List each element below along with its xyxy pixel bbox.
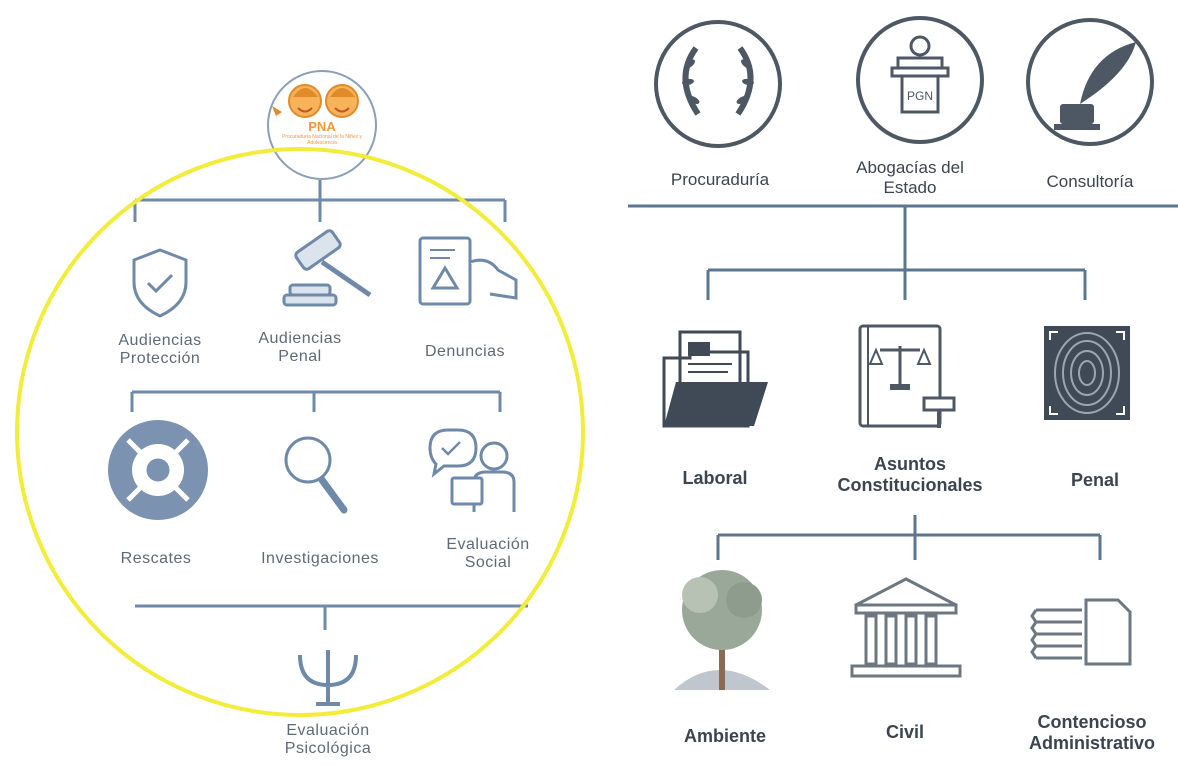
tree-globe-icon (674, 570, 770, 690)
label-consultoria: Consultoría (1046, 172, 1134, 191)
logo-subtitle: Procuraduría Nacional de la Niñez y Adol… (281, 134, 363, 146)
label-investigaciones: Investigaciones (261, 550, 379, 567)
label-procuraduria: Procuraduría (670, 170, 770, 189)
quill-inkwell-icon (1026, 18, 1154, 146)
stacked-documents-icon (1030, 598, 1132, 666)
children-faces-icon (272, 84, 359, 118)
fingerprint-icon (1044, 326, 1130, 420)
highlight-circle (15, 147, 585, 717)
label-evaluacion-social: Evaluación Social (446, 536, 530, 572)
shield-check-icon (132, 248, 188, 318)
law-book-icon (858, 324, 956, 428)
left-connectors (130, 180, 528, 630)
label-asuntos-constitucionales: Asuntos Constitucionales (837, 454, 983, 495)
right-connectors (628, 204, 1178, 560)
podium-icon: PGN (856, 16, 984, 144)
label-penal: Penal (1070, 470, 1120, 490)
label-contencioso-administrativo: Contencioso Administrativo (1028, 712, 1156, 753)
gavel-icon (282, 229, 372, 307)
label-denuncias: Denuncias (424, 343, 506, 360)
podium-text: PGN (907, 89, 933, 103)
label-laboral: Laboral (682, 468, 748, 488)
rescue-wheel-icon (108, 420, 208, 520)
label-audiencias-penal: Audiencias Penal (258, 330, 342, 366)
label-audiencias-proteccion: Audiencias Protección (118, 332, 202, 368)
document-warning-icon (418, 236, 518, 306)
courthouse-icon (850, 577, 962, 678)
label-civil: Civil (885, 722, 924, 742)
social-evaluation-icon (428, 428, 516, 512)
label-evaluacion-psicologica: Evaluación Psicológica (284, 722, 372, 758)
label-abogacias-del-estado: Abogacías del Estado (856, 158, 964, 197)
psi-icon (298, 650, 358, 706)
logo-title: PNA (308, 119, 336, 134)
magnifier-icon (284, 436, 348, 514)
label-ambiente: Ambiente (683, 726, 766, 746)
laurel-wreath-icon (654, 20, 782, 148)
label-rescates: Rescates (120, 550, 192, 567)
folder-document-icon (662, 330, 768, 428)
